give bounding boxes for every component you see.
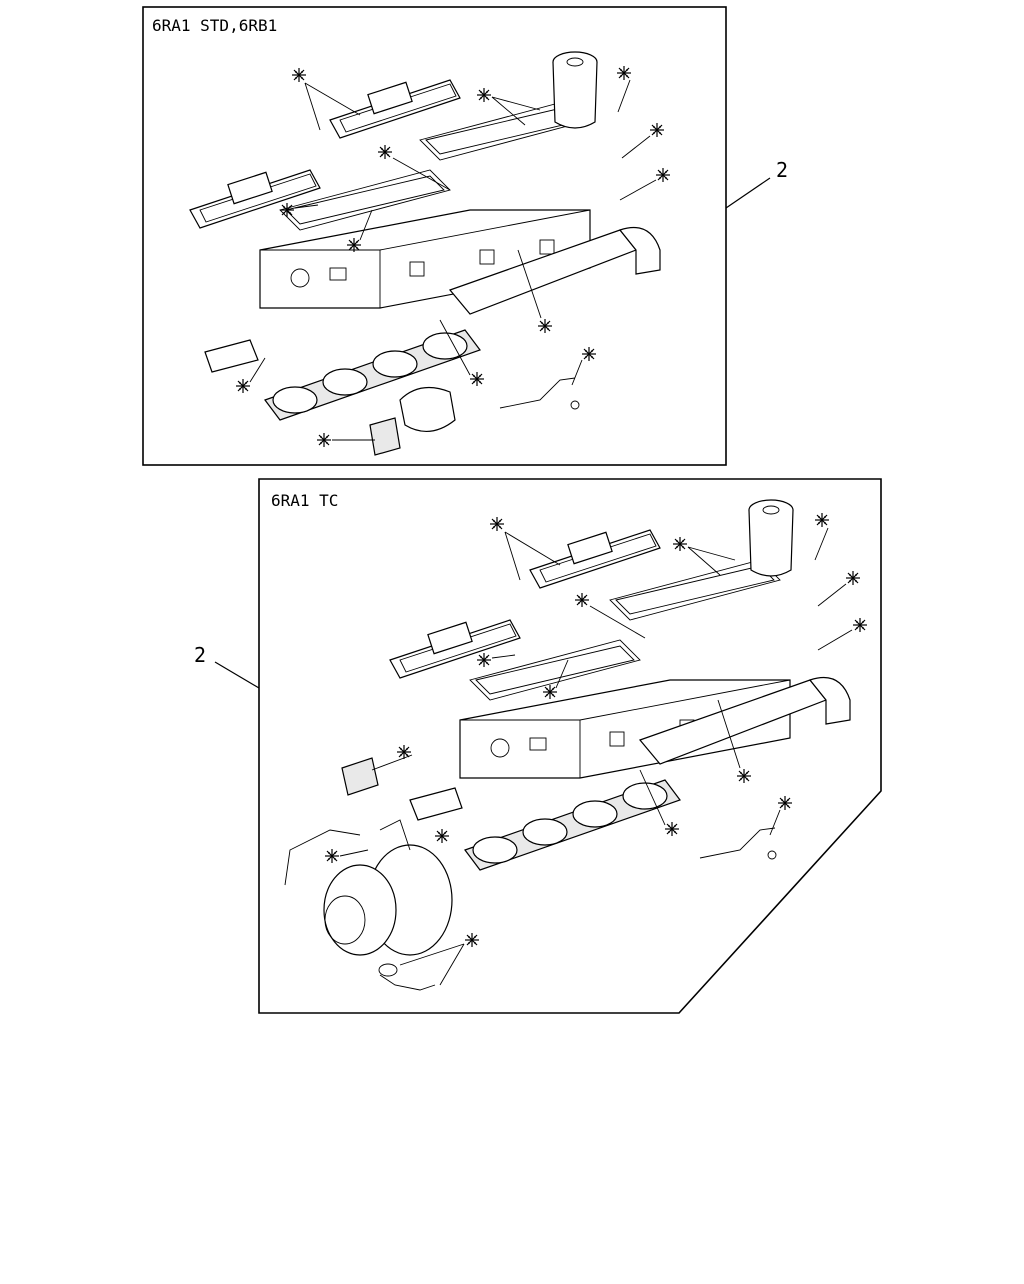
oil-pipe — [499, 377, 580, 410]
callout-label: 2 — [776, 158, 788, 182]
leader-lines — [339, 527, 853, 986]
panel-std: 6RA1 STD,6RB1 — [142, 6, 788, 466]
callout-right: 2 — [725, 158, 788, 209]
oil-pipe — [699, 827, 777, 860]
leader-lines — [249, 79, 657, 441]
oil-filter — [748, 499, 794, 577]
callout-label: 2 — [194, 643, 206, 667]
water-pipe — [409, 787, 463, 821]
turbocharger — [323, 844, 453, 956]
thermostat-housing — [369, 386, 456, 456]
panel-title: 6RA1 TC — [271, 491, 338, 510]
turbo-gasket — [341, 757, 379, 796]
turbo-oil-line — [284, 819, 436, 991]
water-pipe — [204, 339, 259, 373]
panel-tc: 6RA1 TC — [194, 478, 882, 1014]
oil-filter — [552, 51, 598, 129]
panel-title: 6RA1 STD,6RB1 — [152, 16, 277, 35]
callout-left: 2 — [194, 643, 260, 689]
